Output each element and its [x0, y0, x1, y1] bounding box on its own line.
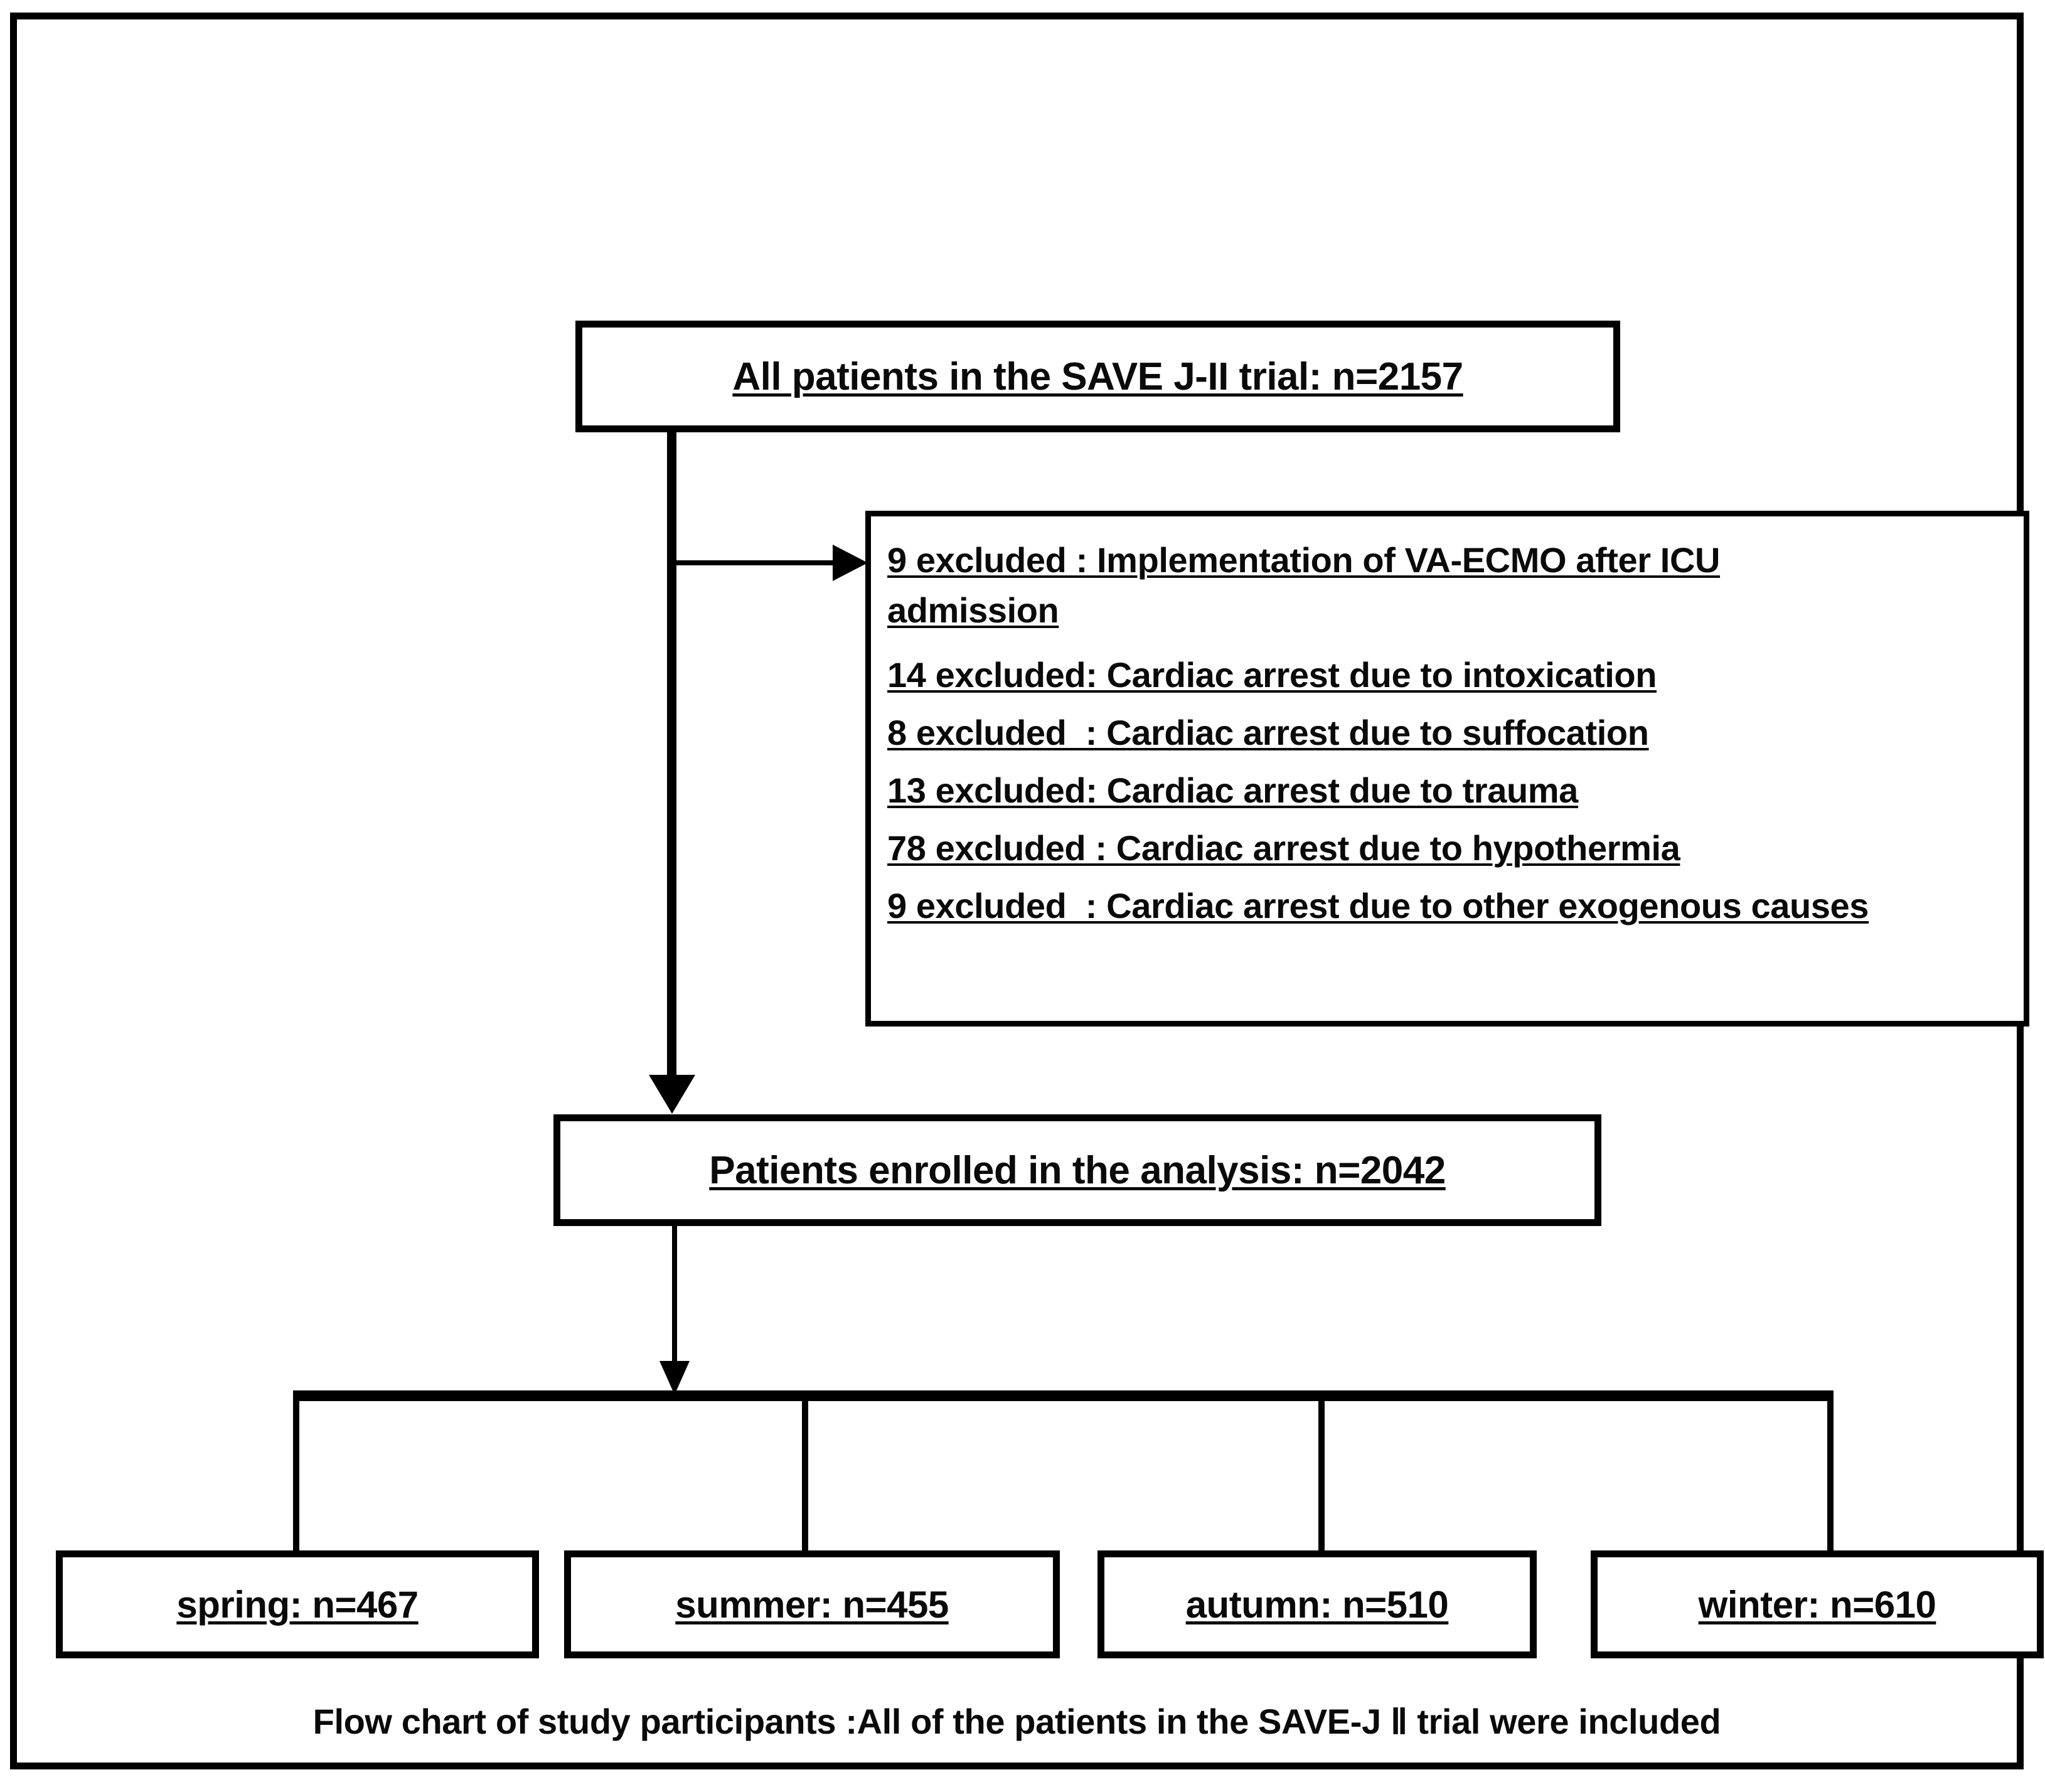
connector-exclusion-branch — [671, 560, 841, 565]
connector-drop-spring — [293, 1390, 299, 1552]
box-season-summer: summer: n=455 — [564, 1550, 1060, 1658]
box-patients-enrolled: Patients enrolled in the analysis: n=204… — [553, 1114, 1601, 1226]
box-exclusions: 9 excluded : Implementation of VA-ECMO a… — [865, 511, 2029, 1027]
connector-drop-autumn — [1318, 1390, 1325, 1552]
box-season-summer-label: summer: n=455 — [675, 1583, 949, 1626]
box-all-patients-label: All patients in the SAVE J-II trial: n=2… — [732, 355, 1463, 398]
exclusion-line-3: 8 excluded : Cardiac arrest due to suffo… — [887, 713, 1649, 753]
box-season-winter: winter: n=610 — [1591, 1550, 2044, 1658]
arrowhead-to-exclusions-box — [833, 545, 868, 581]
exclusion-line-6: 9 excluded : Cardiac arrest due to other… — [887, 886, 1869, 926]
box-all-patients: All patients in the SAVE J-II trial: n=2… — [575, 321, 1620, 432]
connector-drop-winter — [1827, 1390, 1834, 1552]
box-season-spring: spring: n=467 — [56, 1550, 539, 1658]
box-patients-enrolled-label: Patients enrolled in the analysis: n=204… — [709, 1148, 1446, 1192]
arrowhead-to-enrolled-box — [649, 1075, 695, 1114]
exclusion-line-1: 9 excluded : Implementation of VA-ECMO a… — [887, 540, 1721, 630]
connector-drop-summer — [802, 1390, 808, 1552]
connector-season-bus — [293, 1390, 1834, 1401]
box-season-spring-label: spring: n=467 — [176, 1583, 419, 1626]
exclusion-line-2: 14 excluded: Cardiac arrest due to intox… — [887, 655, 1657, 695]
connector-split-vertical — [672, 1226, 677, 1367]
exclusion-line-4: 13 excluded: Cardiac arrest due to traum… — [887, 771, 1578, 811]
exclusion-line-5: 78 excluded : Cardiac arrest due to hypo… — [887, 828, 1680, 868]
figure-caption: Flow chart of study participants :All of… — [312, 1702, 1721, 1741]
box-season-winter-label: winter: n=610 — [1698, 1583, 1936, 1626]
box-season-autumn-label: autumn: n=510 — [1185, 1583, 1449, 1626]
figure-outer-frame: All patients in the SAVE J-II trial: n=2… — [10, 13, 2044, 1769]
box-season-autumn: autumn: n=510 — [1097, 1550, 1537, 1658]
arrowhead-to-season-bus — [659, 1361, 690, 1395]
connector-main-vertical — [667, 432, 676, 1079]
